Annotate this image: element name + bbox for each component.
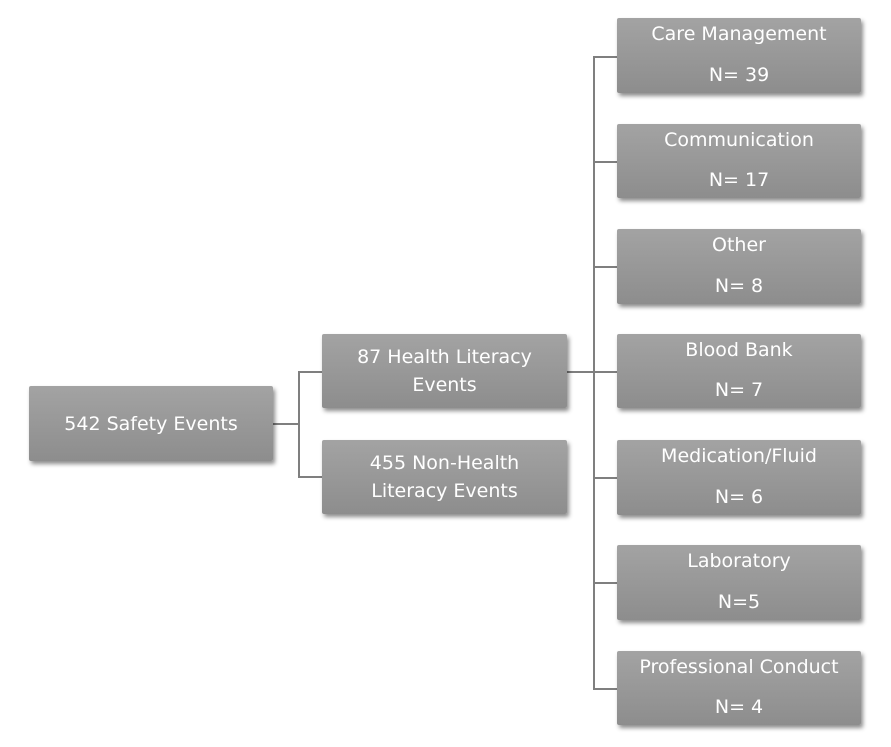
node-care-management: Care Management N= 39: [617, 18, 861, 93]
connector-to-laboratory: [593, 582, 617, 584]
laboratory-label: Laboratory: [687, 550, 791, 572]
blood-bank-count: N= 7: [714, 379, 764, 401]
connector-to-blood-bank: [593, 371, 617, 373]
node-blood-bank: Blood Bank N= 7: [617, 334, 861, 408]
connector-root-stem: [273, 423, 299, 425]
node-health-literacy-line1: 87 Health Literacy: [357, 346, 532, 368]
connector-root-to-health: [298, 371, 322, 373]
professional-conduct-count: N= 4: [714, 696, 764, 718]
blood-bank-label: Blood Bank: [685, 339, 793, 361]
other-label: Other: [712, 234, 766, 256]
professional-conduct-label: Professional Conduct: [639, 656, 839, 678]
node-non-health-literacy-line1: 455 Non-Health: [369, 452, 520, 474]
care-management-label: Care Management: [651, 23, 827, 45]
communication-label: Communication: [664, 129, 814, 151]
node-non-health-literacy-events: 455 Non-Health Literacy Events: [322, 440, 567, 514]
communication-count: N= 17: [708, 169, 770, 191]
care-management-count: N= 39: [708, 64, 770, 86]
node-health-literacy-line2: Events: [412, 374, 477, 396]
node-safety-events: 542 Safety Events: [29, 386, 273, 461]
connector-category-trunk: [593, 56, 595, 690]
laboratory-count: N=5: [717, 591, 761, 613]
medication-fluid-label: Medication/Fluid: [661, 445, 817, 467]
connector-to-other: [593, 266, 617, 268]
connector-to-care-management: [593, 56, 617, 58]
connector-to-communication: [593, 161, 617, 163]
node-communication: Communication N= 17: [617, 124, 861, 198]
connector-health-stem: [567, 371, 594, 373]
node-medication-fluid: Medication/Fluid N= 6: [617, 440, 861, 515]
node-professional-conduct: Professional Conduct N= 4: [617, 651, 861, 725]
connector-root-to-nonhealth: [298, 476, 322, 478]
node-other: Other N= 8: [617, 229, 861, 304]
node-safety-events-label: 542 Safety Events: [64, 412, 238, 435]
medication-fluid-count: N= 6: [714, 486, 764, 508]
node-health-literacy-events: 87 Health Literacy Events: [322, 334, 567, 408]
node-laboratory: Laboratory N=5: [617, 545, 861, 620]
connector-to-medication-fluid: [593, 477, 617, 479]
other-count: N= 8: [714, 275, 764, 297]
connector-root-trunk: [298, 371, 300, 478]
node-non-health-literacy-line2: Literacy Events: [371, 480, 518, 502]
connector-to-professional-conduct: [593, 688, 617, 690]
